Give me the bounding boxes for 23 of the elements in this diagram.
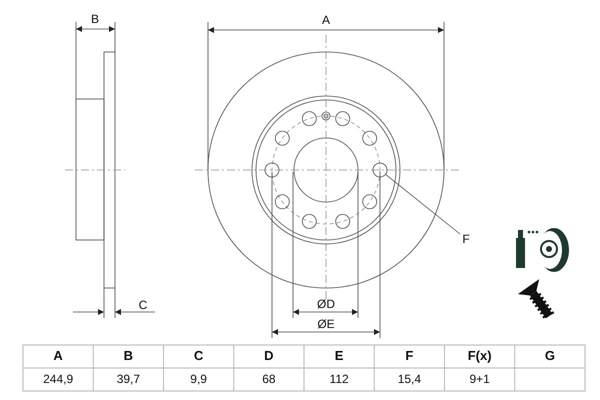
dimension-value: 112	[328, 372, 350, 386]
bolt-hole	[372, 162, 388, 178]
column-header: C	[192, 349, 204, 363]
dimension-label: B	[90, 12, 100, 26]
column-header: F(x)	[466, 349, 493, 363]
dimension-value: 68	[261, 372, 277, 386]
callout-letter: F	[460, 232, 472, 246]
dimension-value: 39,7	[116, 372, 142, 386]
dimension-value: 9,9	[189, 372, 208, 386]
dimension-value: 9+1	[468, 372, 491, 386]
leader-line	[385, 174, 460, 234]
column-header: F	[404, 349, 414, 363]
column-header: B	[122, 349, 134, 363]
column-header: D	[263, 349, 275, 363]
dimension-label: C	[138, 298, 148, 312]
dimension-label: ØE	[316, 317, 336, 331]
column-header: E	[334, 349, 344, 363]
dimension-label: ØD	[316, 297, 336, 311]
dimension-value: 244,9	[42, 372, 74, 386]
column-header: G	[544, 349, 556, 363]
dimension-value: 15,4	[396, 372, 422, 386]
dimension-label: A	[320, 13, 331, 27]
column-header: A	[52, 349, 64, 363]
